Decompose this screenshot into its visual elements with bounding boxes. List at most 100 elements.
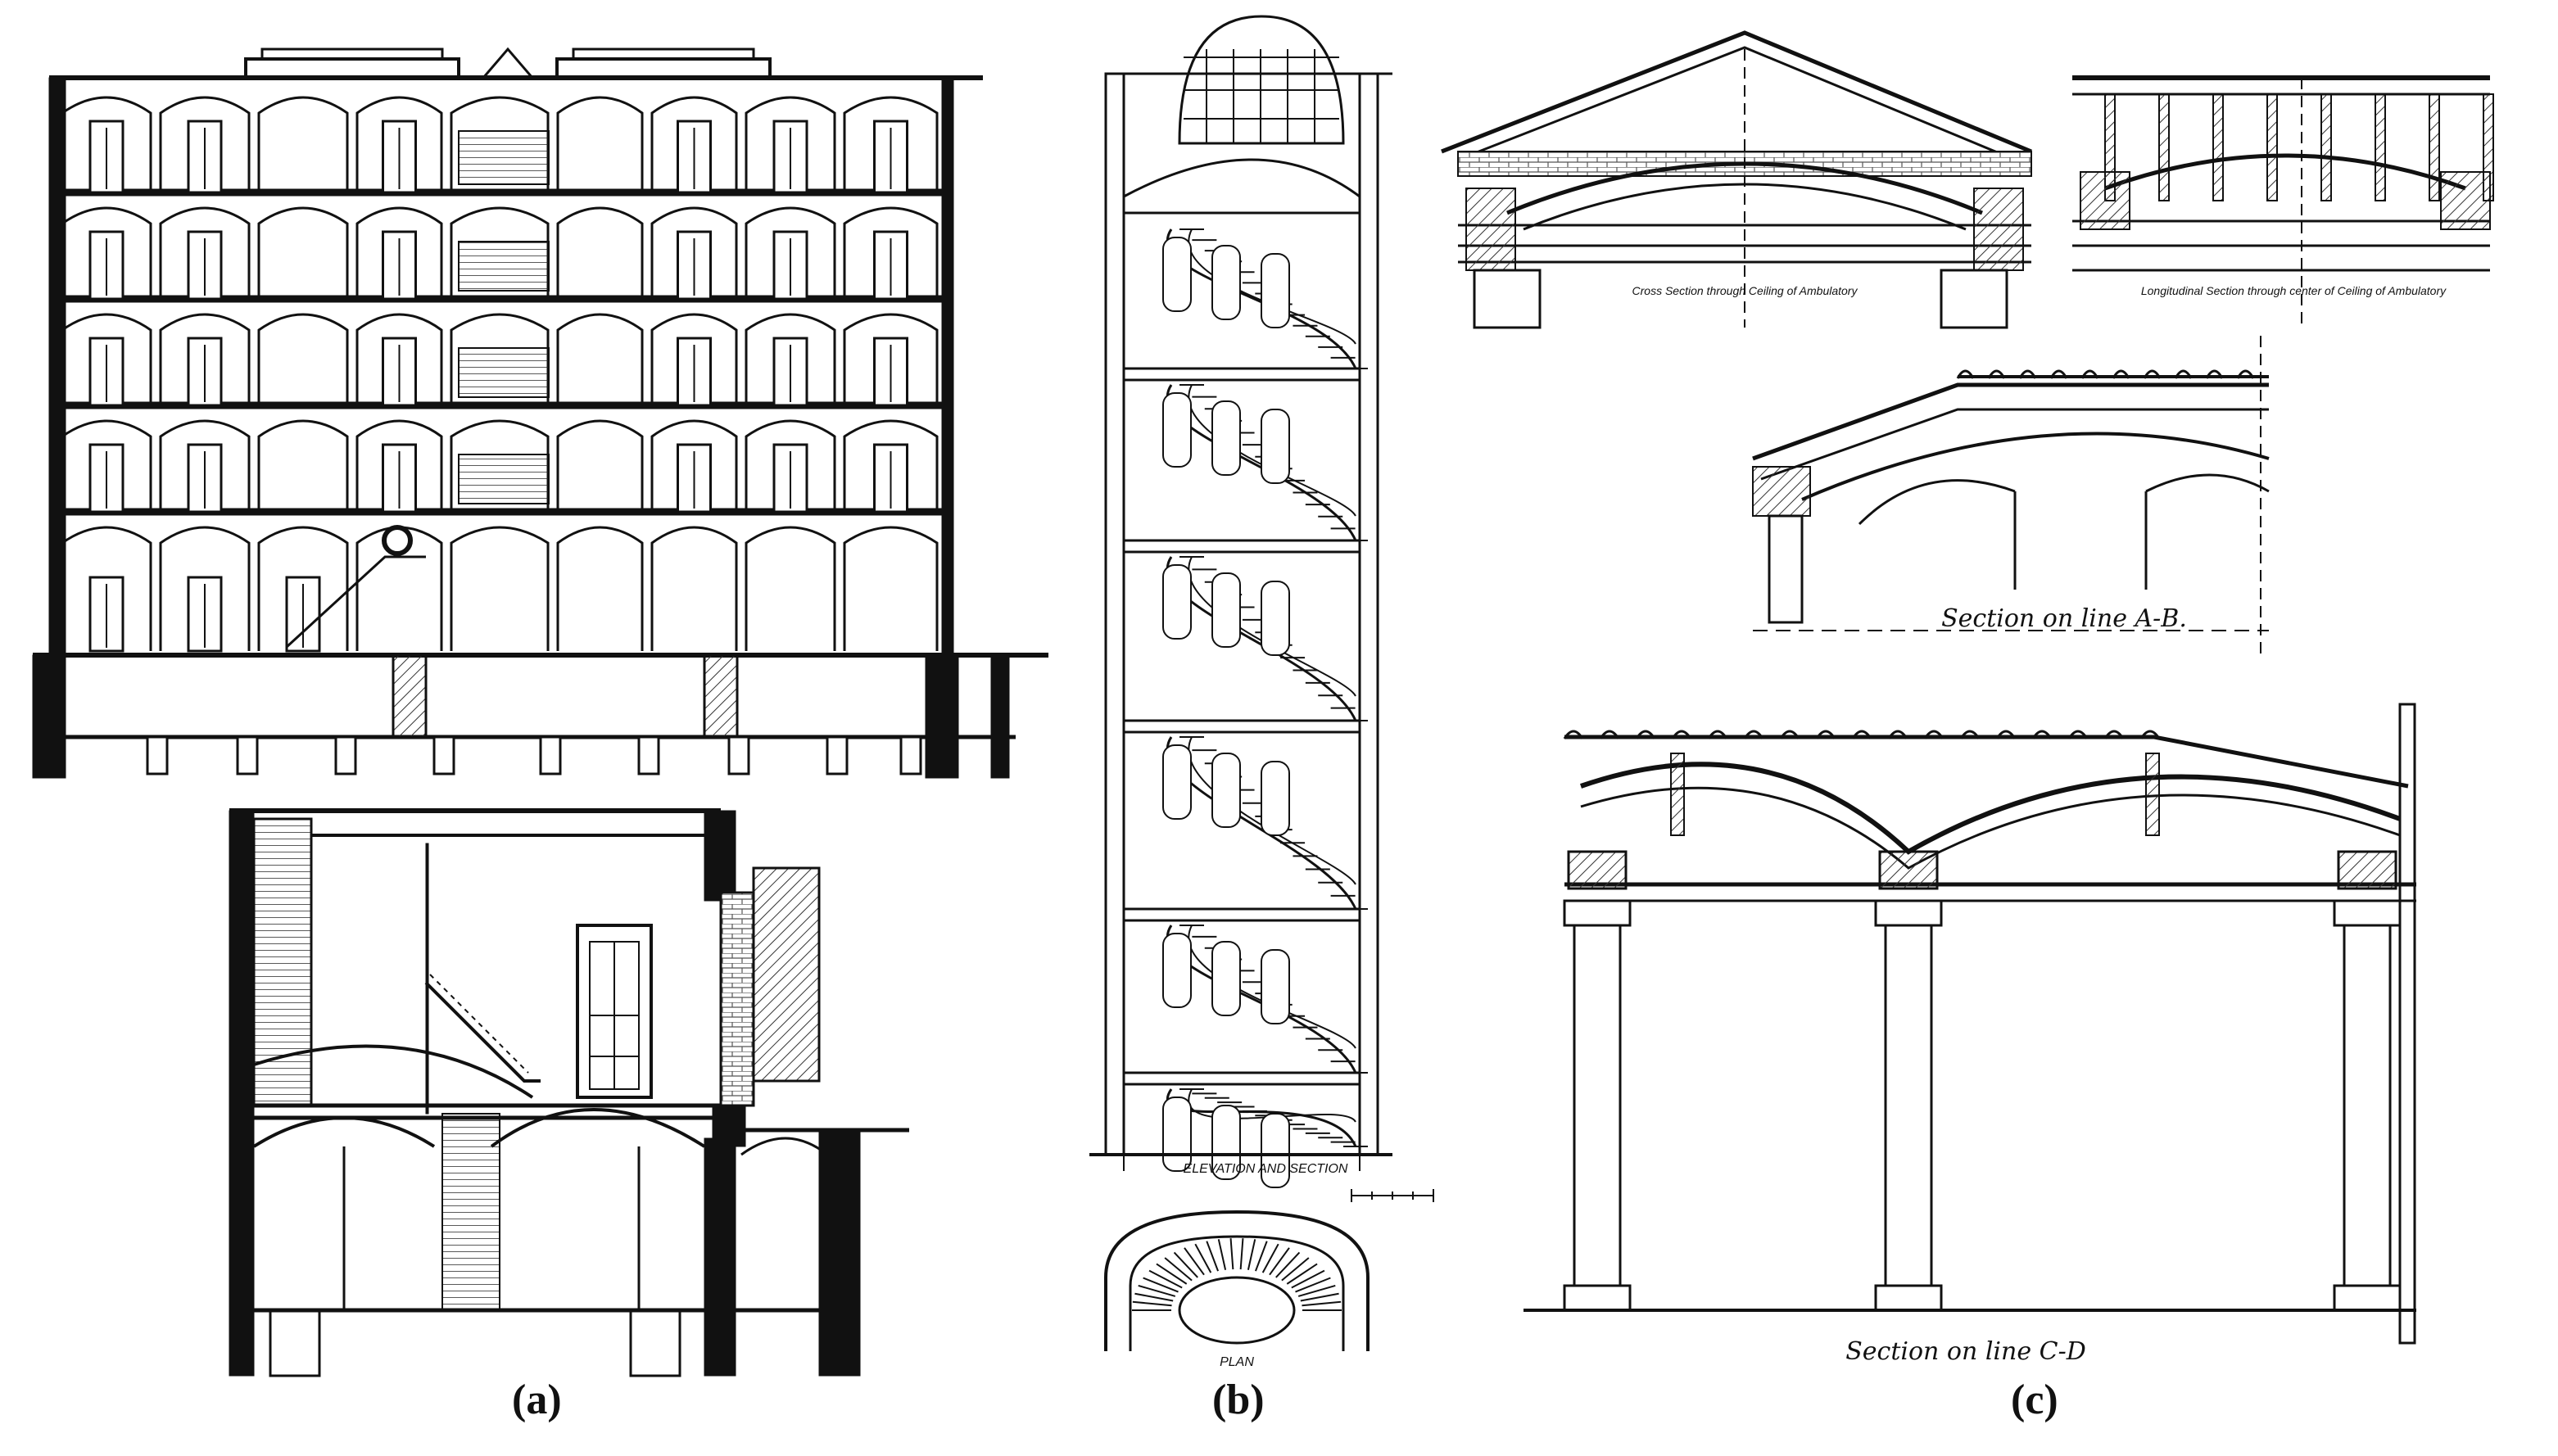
- plan-step: [1297, 1284, 1336, 1297]
- roof-crenel: [2112, 369, 2130, 379]
- vault-arch: [650, 313, 738, 405]
- vault-arch: [650, 96, 738, 192]
- truss-post: [2375, 93, 2386, 201]
- truss-post: [2266, 93, 2278, 201]
- plan-step: [1156, 1263, 1188, 1285]
- stair-flight: [458, 130, 550, 185]
- vault-arch: [843, 419, 939, 512]
- column-base: [1874, 1284, 1943, 1312]
- vault-arch: [843, 96, 939, 192]
- roof-crenel: [1987, 369, 2006, 379]
- foundation-pier: [637, 735, 660, 775]
- column-capital: [2333, 899, 2402, 927]
- vault-arch: [843, 206, 939, 299]
- vault-arch: [257, 526, 349, 651]
- roof-crenel: [1635, 730, 1656, 739]
- plan-step: [1261, 1243, 1279, 1273]
- stair-flight: [458, 241, 550, 292]
- wall-niche: [1211, 941, 1241, 1016]
- truss-post: [2158, 93, 2170, 201]
- vault-arch: [556, 206, 644, 299]
- roof-crenel: [1851, 730, 1872, 739]
- roof-crenel: [1671, 730, 1692, 739]
- column-capital-block: [1567, 850, 1628, 890]
- roof-crenel: [1599, 730, 1620, 739]
- plan-step: [1255, 1241, 1268, 1272]
- column-capital: [1874, 899, 1943, 927]
- plan-step: [1132, 1300, 1172, 1307]
- wall-niche: [1211, 753, 1241, 828]
- roof-crenel: [2174, 369, 2193, 379]
- vault-arch: [450, 419, 550, 512]
- wall-niche: [1211, 245, 1241, 320]
- panel-c-section-ab: [1752, 336, 2270, 655]
- plan-step: [1281, 1257, 1310, 1282]
- vault-arch: [450, 206, 550, 299]
- vault-arch: [556, 419, 644, 512]
- caption-longitudinal-section: Longitudinal Section through center of C…: [2141, 284, 2447, 297]
- roof-crenel: [1779, 730, 1800, 739]
- vault-arch: [61, 206, 152, 299]
- wall-niche: [1211, 572, 1241, 648]
- vault-arch: [159, 96, 251, 192]
- vault-arch: [355, 526, 443, 651]
- plan-step: [1138, 1284, 1176, 1297]
- roof-crenel: [2139, 730, 2161, 739]
- panel-a-detail-section: [229, 808, 909, 1377]
- foundation-pier: [432, 735, 455, 775]
- vault-arch: [159, 313, 251, 405]
- wall-niche: [1261, 409, 1290, 484]
- caption-section-cd: Section on line C-D: [1845, 1337, 2086, 1366]
- column-capital-block: [1878, 850, 1939, 890]
- roof-crenel: [2049, 369, 2068, 379]
- roof-crenel: [1923, 730, 1945, 739]
- panel-label-c: (c): [2011, 1377, 2058, 1423]
- vault-arch: [556, 526, 644, 651]
- vault-arch: [650, 526, 738, 651]
- plan-step: [1247, 1239, 1256, 1270]
- panel-a-building-section: [32, 47, 1048, 779]
- caption-cross-section: Cross Section through Ceiling of Ambulat…: [1632, 284, 1859, 297]
- plan-step: [1275, 1251, 1301, 1278]
- vault-arch: [257, 206, 349, 299]
- plan-step: [1206, 1241, 1219, 1272]
- landing: [1124, 539, 1360, 554]
- landing: [1124, 367, 1360, 382]
- vault-arch: [61, 313, 152, 405]
- vault-arch: [355, 96, 443, 192]
- round-window: [382, 525, 413, 556]
- column-capital-block: [2337, 850, 2397, 890]
- vault-arch: [450, 313, 550, 405]
- plan-step: [1148, 1269, 1183, 1289]
- wall-niche: [1211, 400, 1241, 476]
- roof-crenel: [1956, 369, 1975, 379]
- plan-step: [1269, 1247, 1290, 1276]
- caption-plan: PLAN: [1220, 1355, 1254, 1369]
- roof-crenel: [2205, 369, 2224, 379]
- vault-arch: [450, 526, 550, 651]
- roof-crenel: [1743, 730, 1764, 739]
- vault-arch: [745, 313, 836, 405]
- wall-niche: [1261, 1113, 1290, 1188]
- panel-c-longitudinal-section: [2072, 75, 2494, 328]
- wall-niche: [1261, 761, 1290, 836]
- vault-arch: [745, 96, 836, 192]
- roof-crenel: [2067, 730, 2089, 739]
- ground-stair: [285, 555, 426, 649]
- wall-niche: [1261, 949, 1290, 1024]
- column-shaft: [1573, 924, 1622, 1287]
- vault-arch: [556, 96, 644, 192]
- panel-b-stair-tower: [1089, 15, 1434, 1351]
- wall-niche: [1162, 392, 1192, 468]
- foundation-pier: [826, 735, 849, 775]
- plan-step: [1286, 1263, 1318, 1285]
- plan-step: [1164, 1257, 1193, 1282]
- truss-post: [2212, 93, 2224, 201]
- landing: [1124, 719, 1360, 734]
- vault-arch: [355, 206, 443, 299]
- vault-arch: [650, 419, 738, 512]
- caption-section-ab: Section on line A-B.: [1941, 604, 2187, 633]
- roof-crenel: [1563, 730, 1584, 739]
- plan-step: [1291, 1269, 1325, 1289]
- vault-arch: [450, 96, 550, 192]
